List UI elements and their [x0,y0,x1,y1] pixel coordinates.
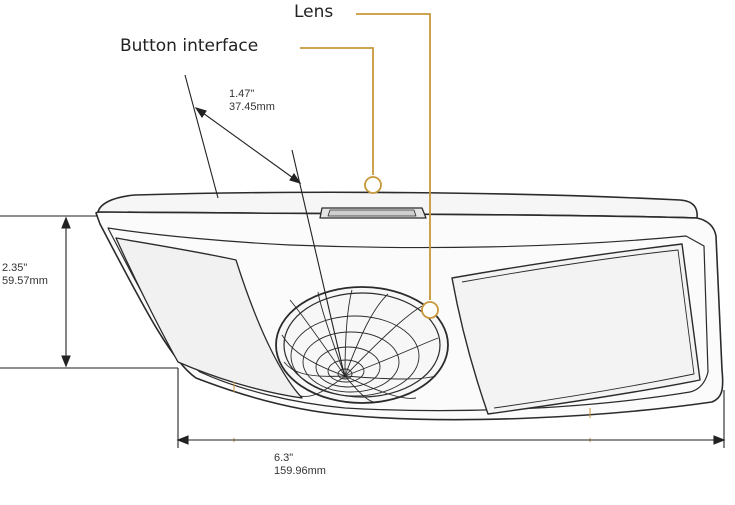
callout-leaders [233,13,591,442]
left-window-panel [115,237,303,399]
right-window-panel [451,243,701,415]
lens-outer-ring [275,286,449,404]
width-dimension-label: 6.3" 159.96mm [274,452,326,478]
width-arrow-right [713,435,726,445]
button-leader-line [300,47,374,175]
button-interface-label: Button interface [120,36,259,56]
right-window-inner-edge [461,249,695,409]
depth-arrow-right [289,173,302,184]
button-interface-slot-inner [327,209,417,217]
lens-label: Lens [294,2,334,22]
width-inches: 6.3" [274,452,294,464]
lens-grid-spokes [281,289,439,403]
lens-dome [275,286,449,404]
depth-dimension-line [195,107,301,184]
dimension-lines [0,74,726,448]
depth-dimension-label: 1.47" 37.45mm [229,88,275,114]
lens-grid-rings [290,315,420,397]
height-arrow-bottom [61,355,71,368]
height-arrow-top [61,216,71,229]
button-leader-dot [364,176,382,194]
housing-inner-rim [107,227,709,412]
depth-extension-left [184,74,219,199]
depth-mm: 37.45mm [229,101,275,113]
sensor-housing [95,191,724,421]
lens-leader-dot [421,301,439,319]
height-inches: 2.35" [2,262,28,274]
height-mm: 59.57mm [2,275,48,287]
width-arrow-left [176,435,189,445]
depth-arrow-left [194,107,207,118]
lens-inner-ring [283,292,441,398]
depth-extension-right [291,149,346,379]
height-dimension-label: 2.35" 59.57mm [2,262,48,288]
width-mm: 159.96mm [274,465,326,477]
depth-inches: 1.47" [229,88,255,100]
lens-leader-line [356,13,431,300]
